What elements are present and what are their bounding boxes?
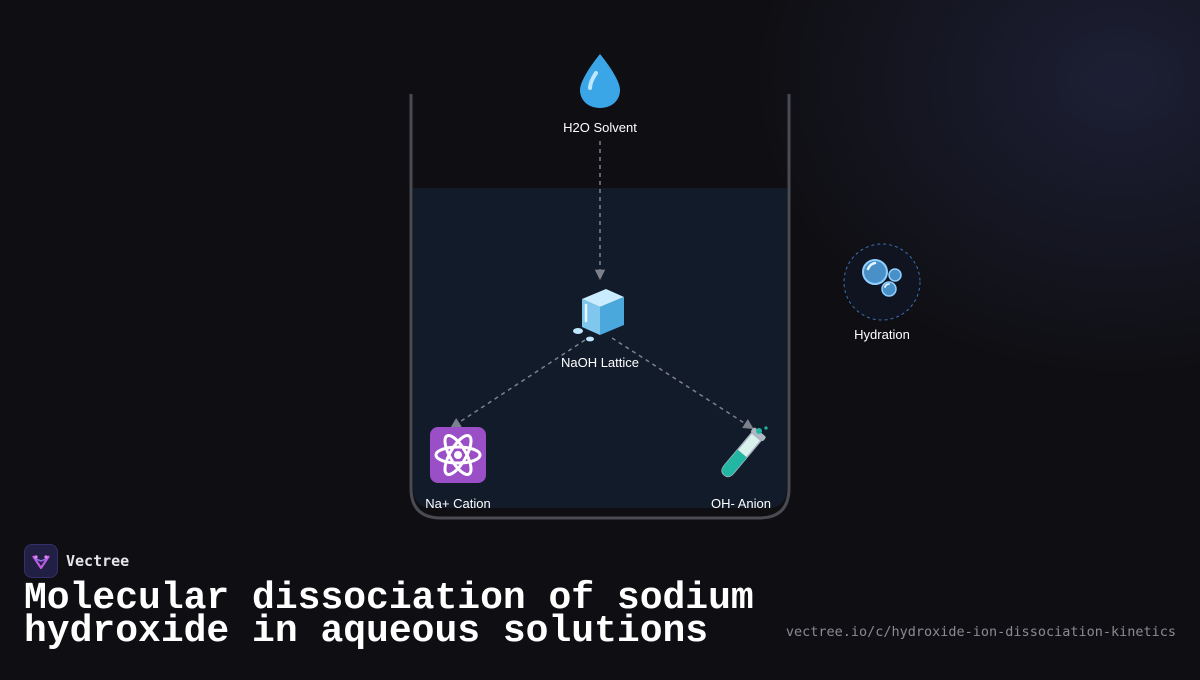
lattice-label: NaOH Lattice (560, 355, 640, 370)
source-url: vectree.io/c/hydroxide-ion-dissociation-… (785, 624, 1176, 640)
anion-label: OH- Anion (711, 496, 771, 511)
connector-lattice-anion (611, 337, 754, 430)
bubbles-icon (862, 259, 902, 297)
cation-label: Na+ Cation (425, 496, 491, 511)
connector-lattice-cation (450, 339, 586, 429)
ice-cube-icon (573, 289, 624, 342)
solvent-label: H2O Solvent (563, 120, 637, 135)
atom-icon (430, 427, 486, 483)
test-tube-icon (721, 426, 768, 478)
beaker-outline (409, 94, 791, 520)
solution-liquid (413, 188, 787, 508)
brand-logo-icon (24, 544, 58, 578)
brand: Vectree (24, 544, 129, 578)
water-drop-icon (580, 54, 620, 108)
hydration-label: Hydration (854, 327, 910, 342)
brand-name: Vectree (66, 552, 130, 570)
page-title: Molecular dissociation of sodium hydroxi… (24, 577, 754, 653)
